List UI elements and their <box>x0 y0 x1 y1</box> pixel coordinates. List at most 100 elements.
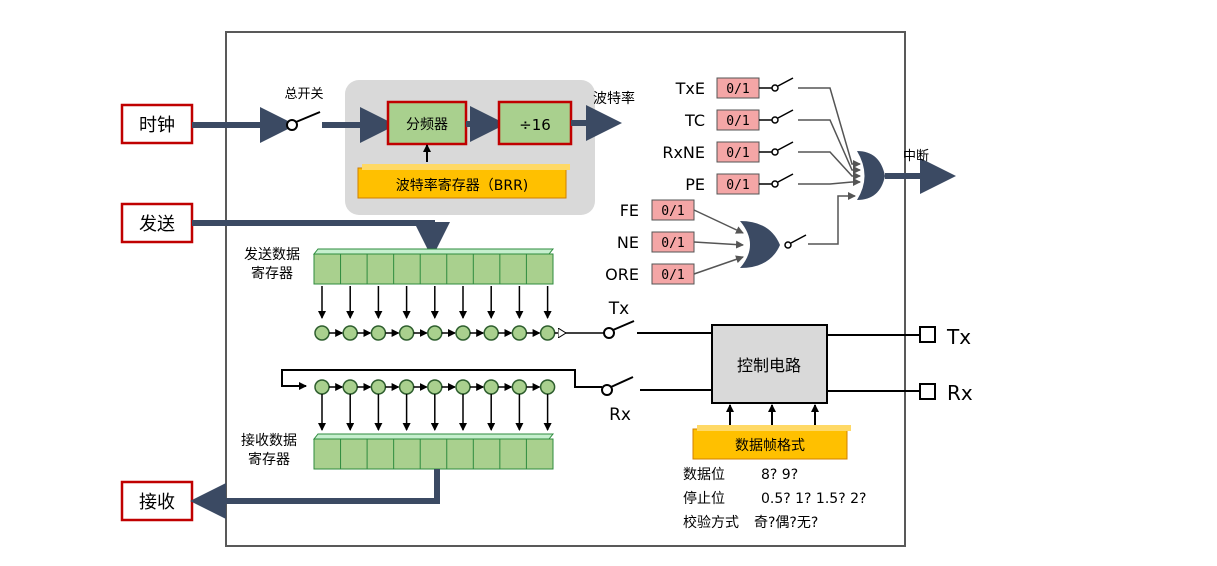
flag-switch-blade <box>777 173 794 183</box>
rx-shift-bit <box>370 379 387 395</box>
tx-pin <box>919 326 936 343</box>
interrupt-label: 中断 <box>903 149 929 164</box>
error-or-gate <box>740 221 780 268</box>
format-row-value: 0.5? 1? 1.5? 2? <box>761 491 866 507</box>
tx-shift-bit <box>511 325 528 341</box>
rx-shift-bit <box>455 379 471 395</box>
flag-to-interrupt-line <box>798 178 861 186</box>
tx-data-register <box>312 248 555 285</box>
rx-shift-bit <box>342 379 358 395</box>
rx-pin-label: Rx <box>947 381 973 405</box>
tx-switch <box>603 320 635 339</box>
error-switch <box>784 234 807 249</box>
flag-to-interrupt-line <box>798 151 861 180</box>
flag-value-rxne: 0/1 <box>726 146 749 161</box>
master-switch-label: 总开关 <box>284 87 323 102</box>
rx-shift-bit <box>539 379 556 395</box>
baud-rate-label: 波特率 <box>593 90 635 107</box>
tx-shift-bit <box>455 325 471 341</box>
rx-shift-bit <box>427 379 443 395</box>
div16-box: ÷16 <box>497 100 573 146</box>
flag-to-interrupt-line <box>798 87 861 168</box>
tx-register-label-1: 发送数据 <box>244 247 300 263</box>
flag-value-pe: 0/1 <box>726 178 749 193</box>
flag-name-rxne: RxNE <box>662 143 705 162</box>
error-to-or-line <box>808 192 856 245</box>
control-circuit-label: 控制电路 <box>737 356 801 375</box>
flag-name-tc: TC <box>684 111 705 130</box>
tx-shift-bit <box>314 325 330 341</box>
rx-register-label-2: 寄存器 <box>248 451 290 468</box>
error-value-ne: 0/1 <box>661 236 684 251</box>
interrupt-or-gate <box>857 151 885 200</box>
brr-register: 波特率寄存器（BRR) <box>357 164 570 199</box>
receive-arrow <box>190 469 440 519</box>
format-row-value: 8? 9? <box>761 467 798 483</box>
div16-label: ÷16 <box>519 116 551 134</box>
rx-shift-bit <box>398 379 415 395</box>
flag-switch-blade <box>777 77 794 87</box>
flag-name-txe: TxE <box>675 79 705 98</box>
tx-switch-label: Tx <box>608 299 629 319</box>
rx-shift-bit <box>511 379 528 395</box>
brr-label: 波特率寄存器（BRR) <box>396 177 529 194</box>
flag-switch-blade <box>777 109 794 119</box>
tx-register-label-2: 寄存器 <box>251 265 293 282</box>
flag-to-interrupt-line <box>798 119 861 174</box>
receive-output: 接收 <box>120 480 194 522</box>
flag-switch-pivot <box>771 180 779 188</box>
error-to-gate-line <box>693 240 744 249</box>
master-switch <box>286 111 321 131</box>
tx-pin-label: Tx <box>946 325 971 349</box>
rx-switch <box>601 376 634 396</box>
format-row-value: 奇?偶?无? <box>754 514 818 531</box>
rx-data-register <box>312 433 555 470</box>
flag-name-pe: PE <box>685 175 705 194</box>
flag-switch-blade <box>777 141 794 151</box>
divider-label: 分频器 <box>406 117 448 133</box>
rx-shift-register <box>314 379 556 431</box>
flag-switch-pivot <box>771 84 779 92</box>
format-row-label: 数据位 <box>683 467 725 483</box>
flag-value-tc: 0/1 <box>726 114 749 129</box>
flag-value-txe: 0/1 <box>726 82 749 97</box>
control-circuit: 控制电路 <box>711 324 828 404</box>
rx-shift-bit <box>483 379 499 395</box>
divider-box: 分频器 <box>386 100 468 146</box>
frame-format-label: 数据帧格式 <box>735 438 805 454</box>
rx-register-label-1: 接收数据 <box>241 432 297 449</box>
rx-loop-line <box>281 369 602 390</box>
receive-label: 接收 <box>139 492 175 513</box>
error-to-gate-line <box>693 209 744 234</box>
clock-label: 时钟 <box>139 115 175 136</box>
tx-shift-register <box>314 286 604 341</box>
rx-shift-bit <box>314 379 330 395</box>
rx-switch-label: Rx <box>609 405 631 425</box>
tx-shift-bit <box>370 325 387 341</box>
rx-pin <box>919 383 936 400</box>
tx-shift-bit <box>539 325 556 341</box>
error-name-ore: ORE <box>605 265 639 284</box>
tx-shift-bit <box>342 325 358 341</box>
error-name-fe: FE <box>620 201 639 220</box>
tx-shift-bit <box>398 325 415 341</box>
usart-frame <box>225 31 906 547</box>
flag-switch-pivot <box>771 116 779 124</box>
error-name-ne: NE <box>617 233 639 252</box>
error-value-ore: 0/1 <box>661 268 684 283</box>
frame-format-register: 数据帧格式 <box>692 425 851 460</box>
tx-shift-bit <box>427 325 443 341</box>
error-to-gate-line <box>693 255 744 275</box>
clock-input: 时钟 <box>120 103 194 145</box>
send-label: 发送 <box>139 214 175 235</box>
send-arrow <box>192 220 450 258</box>
send-input: 发送 <box>120 202 194 244</box>
error-value-fe: 0/1 <box>661 204 684 219</box>
format-row-label: 停止位 <box>683 490 725 507</box>
flag-switch-pivot <box>771 148 779 156</box>
